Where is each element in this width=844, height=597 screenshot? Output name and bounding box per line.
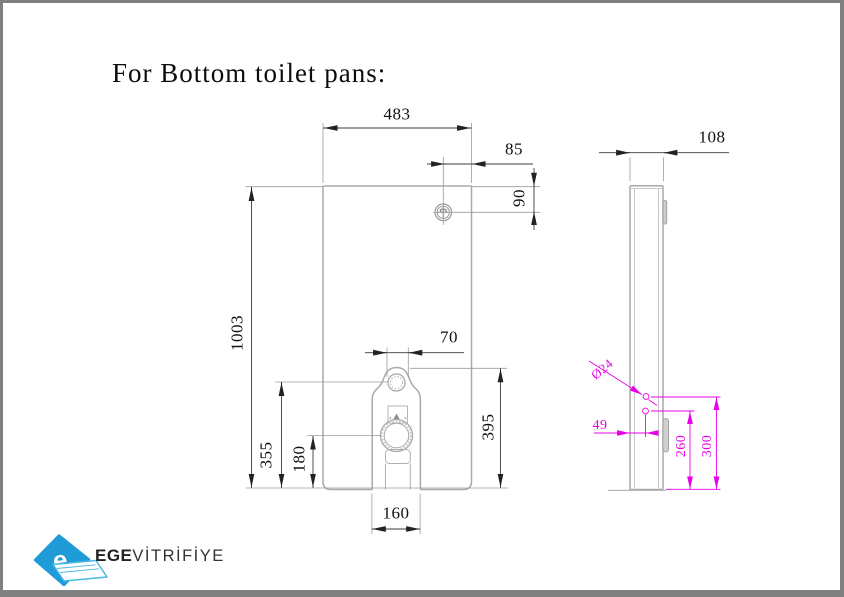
dim-inlet-width: 70 <box>440 327 458 347</box>
brand-vitrifiye: VİTRİFİYE <box>132 547 225 565</box>
front-view-fixture <box>379 203 453 490</box>
extension-lines <box>245 123 666 534</box>
dim-width: 483 <box>383 104 411 124</box>
dim-hole-height-lower: 260 <box>674 434 689 458</box>
dim-button-offset-x: 85 <box>505 139 523 159</box>
dim-inlet-height: 355 <box>256 441 276 469</box>
front-view-outline <box>322 185 473 491</box>
dim-depth: 108 <box>698 127 726 147</box>
side-outlet-tab <box>662 418 669 453</box>
magenta-annotations <box>588 360 721 490</box>
frame-top <box>0 0 844 3</box>
dim-hole-height-upper: 300 <box>700 434 715 458</box>
dim-button-offset-y: 90 <box>509 189 529 207</box>
dim-height: 1003 <box>227 315 247 351</box>
brand-ege: EGE <box>95 546 133 565</box>
side-button-tab <box>662 200 668 225</box>
plate-emblem-icon <box>393 413 400 419</box>
dim-hole-offset: 49 <box>592 418 608 433</box>
dim-cutout-width: 160 <box>382 503 410 523</box>
page-title: For Bottom toilet pans: <box>112 58 387 88</box>
logo-mark-icon: e <box>33 534 108 587</box>
frame-right <box>840 0 844 597</box>
frame-bottom <box>0 590 844 597</box>
dimension-arrows <box>248 125 678 532</box>
frame-left <box>0 0 3 597</box>
dim-drain-height: 180 <box>289 445 309 473</box>
dim-cutout-height: 395 <box>478 413 498 441</box>
side-view-outline <box>629 184 669 491</box>
